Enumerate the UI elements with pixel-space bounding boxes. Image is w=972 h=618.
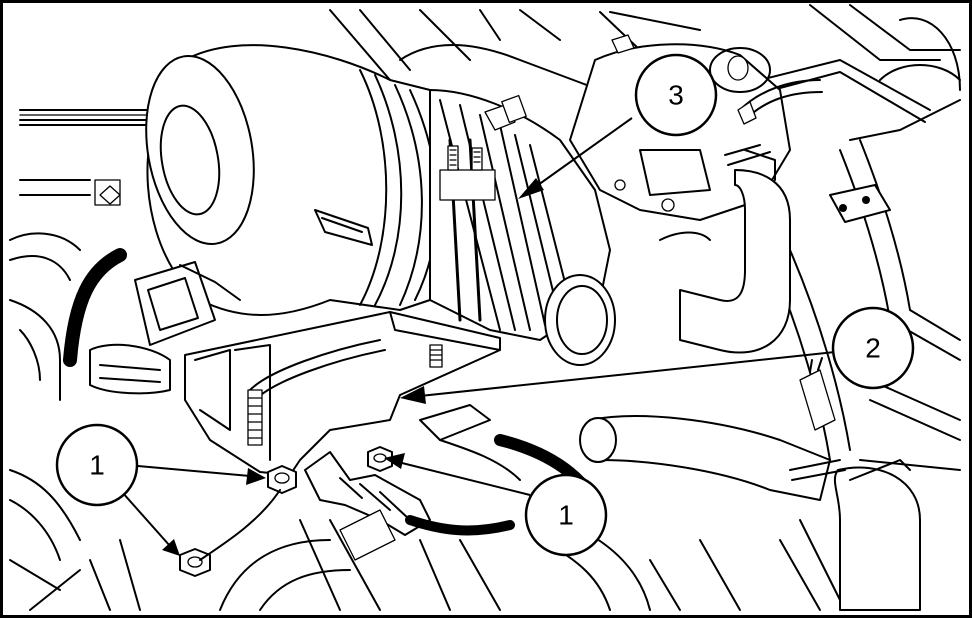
callout-1-left-label: 1 [89,450,105,481]
callout-3: 3 [634,53,718,137]
intake-hose [429,89,616,366]
callout-1-right-label: 1 [558,500,574,531]
callout-3-label: 3 [668,80,684,111]
air-cleaner-housing [134,44,456,346]
callout-2-label: 2 [865,333,881,364]
bolt-right [367,446,393,472]
background-structure [9,4,961,611]
bolt-left-upper [267,465,297,494]
sensor-connector [199,404,521,561]
callout-1-left: 1 [55,423,139,507]
wiring-harness-left [63,179,171,395]
callout-leaders [121,117,836,556]
mounting-bracket [184,311,501,476]
bolt-left-lower [179,548,211,577]
callout-2: 2 [831,306,915,390]
callout-1-right: 1 [524,473,608,557]
